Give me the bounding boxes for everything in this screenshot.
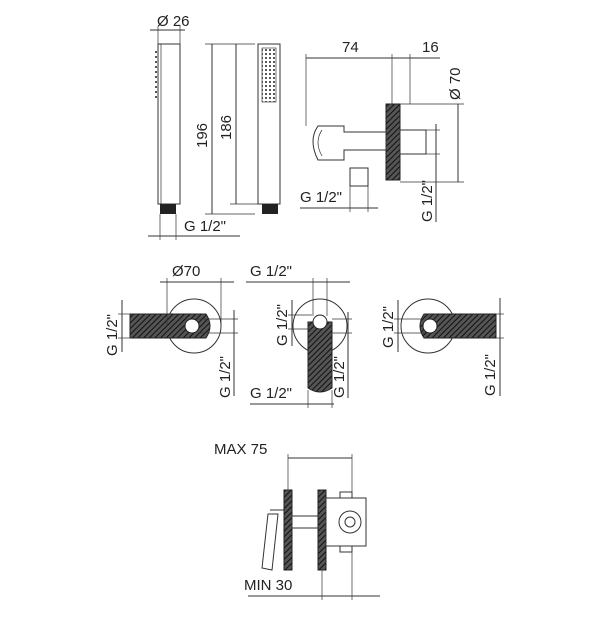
front-mid-thread-top-label: G 1/2" (250, 263, 292, 280)
front-left-thread-v2-label: G 1/2" (217, 356, 234, 398)
front-view-right: G 1/2" G 1/2" (380, 298, 504, 396)
section-spindle (291, 515, 319, 529)
hand-shower-spray-face (261, 47, 277, 103)
front-view-left: Ø70 G 1/2" G 1/2" (104, 263, 238, 398)
front-view-middle: G 1/2" G 1/2" G 1/2" G 1/2" (246, 263, 352, 408)
wall-bracket-plate-label: 16 (422, 39, 439, 56)
hand-shower-diameter-label: Ø 26 (157, 13, 190, 30)
front-mid-hub (312, 314, 328, 330)
hand-shower-thread-label: G 1/2" (184, 218, 226, 235)
hand-shower-thread (160, 204, 176, 214)
wall-bracket-thread-bottom-label: G 1/2" (300, 189, 342, 206)
front-right-thread-v2-label: G 1/2" (482, 354, 499, 396)
section-view: MAX 75 MIN 30 (214, 441, 380, 600)
section-max-label: MAX 75 (214, 441, 267, 458)
wall-bracket-thread-side-label: G 1/2" (419, 180, 436, 222)
wall-bracket-diameter-label: Ø 70 (447, 67, 464, 100)
front-right-lever (419, 313, 497, 339)
section-wall-inner (317, 489, 327, 571)
wall-bracket-depth-label: 74 (342, 39, 359, 56)
front-left-thread-v-label: G 1/2" (104, 314, 121, 356)
wall-bracket-outlet (349, 167, 369, 187)
section-min-label: MIN 30 (244, 577, 292, 594)
hand-shower-length-body: 186 (218, 115, 235, 140)
section-outlet-ring (338, 510, 362, 534)
hand-shower-length-total: 196 (194, 123, 211, 148)
wall-bracket-plate (385, 103, 401, 181)
section-wall-outer (283, 489, 293, 571)
front-left-hub (184, 318, 200, 334)
section-valve-body (325, 497, 367, 547)
front-right-hub (422, 318, 438, 334)
front-mid-thread-bottom-label: G 1/2" (250, 385, 292, 402)
front-mid-lever (307, 321, 333, 393)
hand-shower-nozzles (155, 51, 157, 98)
section-lever (261, 513, 279, 571)
wall-bracket-connector (399, 129, 427, 155)
wall-bracket-view: 74 16 Ø 70 G 1/2" G 1/2" (300, 39, 464, 222)
hand-shower-front-thread (262, 204, 278, 214)
hand-shower-view: Ø 26 196 186 G 1/2" (148, 13, 281, 240)
front-left-diameter-label: Ø70 (172, 263, 200, 280)
front-mid-thread-v2-label: G 1/2" (331, 356, 348, 398)
front-mid-thread-v-label: G 1/2" (274, 304, 291, 346)
front-right-thread-v-label: G 1/2" (380, 306, 397, 348)
wall-bracket-holder (312, 125, 387, 161)
